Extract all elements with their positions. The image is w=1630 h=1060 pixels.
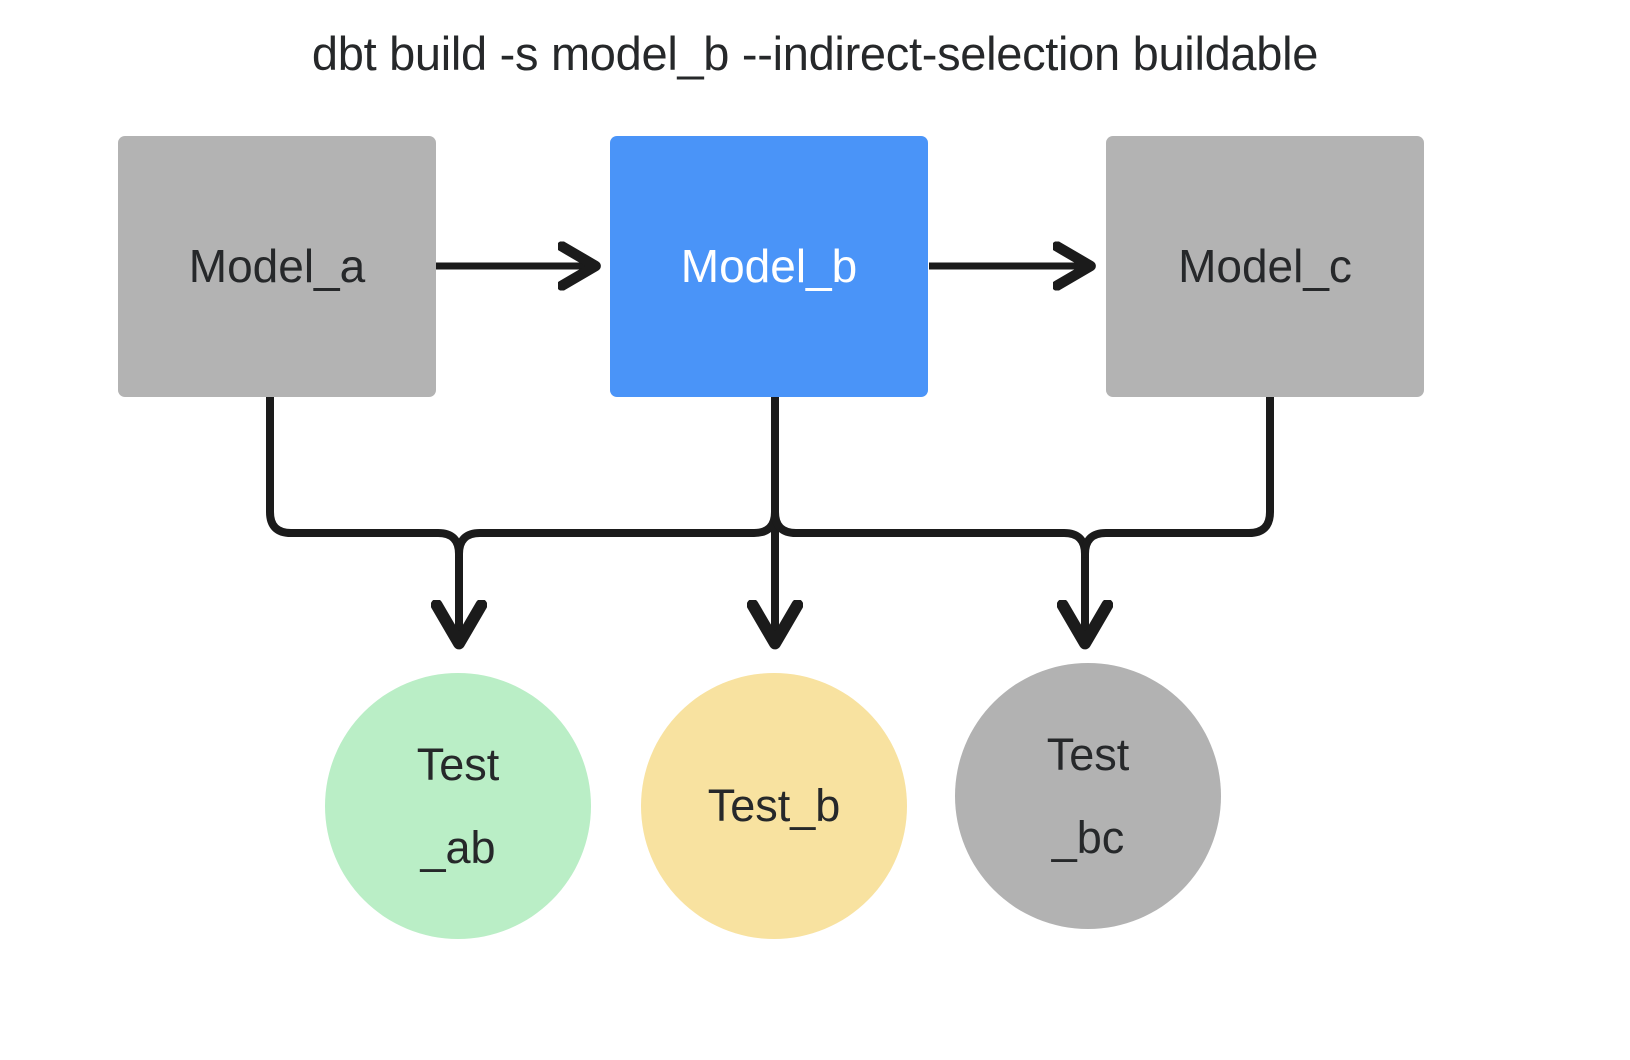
edge-model-c-to-test-bc [1081, 393, 1274, 558]
node-test-bc[interactable]: Test _bc [955, 663, 1221, 929]
node-test-bc-label-line2: _bc [1051, 812, 1125, 863]
node-model-c-label: Model_c [1178, 240, 1352, 293]
edge-model-b-to-test-bc [771, 393, 1085, 645]
edge-model-a-to-test-ab [266, 393, 459, 645]
node-model-a-label: Model_a [188, 240, 366, 293]
diagram-title: dbt build -s model_b --indirect-selectio… [311, 27, 1319, 80]
node-test-ab[interactable]: Test _ab [325, 673, 591, 939]
node-test-ab-label-line1: Test [416, 738, 500, 790]
node-test-ab-label-line2: _ab [420, 822, 496, 873]
node-test-bc-label-line1: Test [1046, 728, 1130, 780]
node-model-b[interactable]: Model_b [610, 136, 928, 397]
node-model-a[interactable]: Model_a [118, 136, 436, 397]
node-model-b-label: Model_b [680, 240, 858, 293]
node-model-c[interactable]: Model_c [1106, 136, 1424, 397]
edge-model-b-to-test-ab [455, 393, 779, 558]
node-test-b-label-line1: Test_b [707, 780, 841, 832]
node-test-b[interactable]: Test_b [641, 673, 907, 939]
